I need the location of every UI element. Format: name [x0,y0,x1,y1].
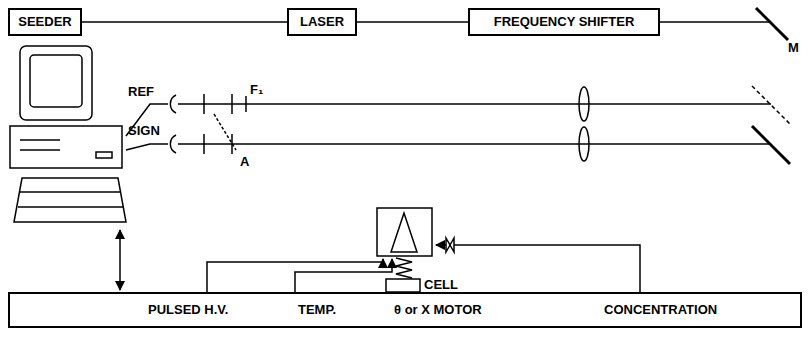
control-bar: PULSED H.V. TEMP. θ or X MOTOR CONCENTRATIO… [8,292,802,328]
seeder-box: SEEDER [8,8,82,36]
box-label: PULSED H.V. [148,302,228,318]
laser-box: LASER [287,8,357,36]
frequency-shifter-box: FREQUENCY SHIFTER [468,8,660,36]
filter-label: F₁ [250,82,263,98]
mirror-label: M [788,40,799,56]
box-label: FREQUENCY SHIFTER [494,14,635,30]
box-label: LASER [300,14,344,30]
reference-label: REF [128,84,154,100]
aperture-label: A [240,154,249,170]
beam-connector [357,21,468,23]
box-label: CONCENTRATION [604,302,717,318]
box-label: θ or X MOTOR [394,302,482,318]
cell-label: CELL [424,277,458,293]
signal-label: SIGN [128,123,160,139]
box-label: SEEDER [18,14,71,30]
beam-connector [82,21,287,23]
box-label: TEMP. [298,302,336,318]
